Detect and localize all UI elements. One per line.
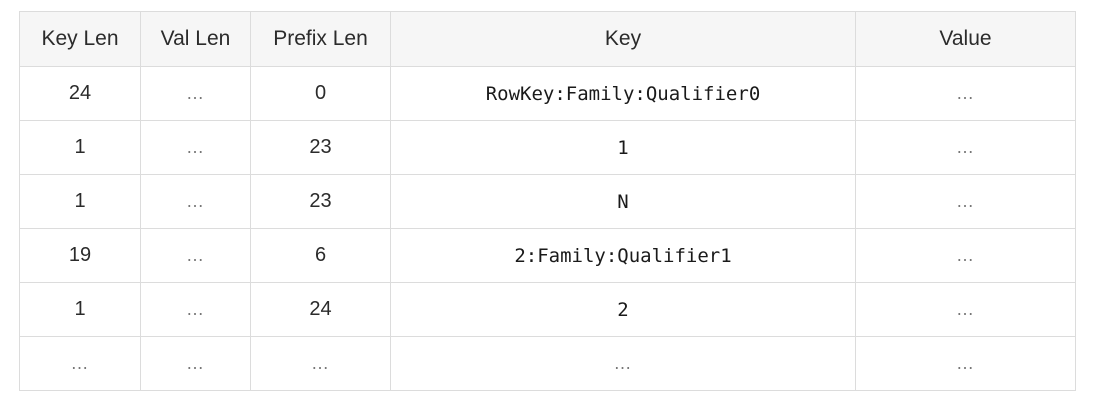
cell-value: … — [855, 228, 1076, 283]
key-value-table: Key Len Val Len Prefix Len Key Value 24 … — [19, 11, 1076, 391]
cell-val-len: … — [140, 174, 251, 229]
header-key-len: Key Len — [19, 11, 141, 67]
cell-val-len: … — [140, 66, 251, 121]
cell-value: … — [855, 336, 1076, 391]
cell-value: … — [855, 174, 1076, 229]
cell-key: 2:Family:Qualifier1 — [390, 228, 856, 283]
cell-prefix-len: 24 — [250, 282, 391, 337]
cell-prefix-len: 0 — [250, 66, 391, 121]
header-prefix-len: Prefix Len — [250, 11, 391, 67]
cell-key: … — [390, 336, 856, 391]
cell-key-len: 1 — [19, 282, 141, 337]
cell-val-len: … — [140, 282, 251, 337]
cell-key-len: 24 — [19, 66, 141, 121]
cell-prefix-len: 6 — [250, 228, 391, 283]
table-row: 19 … 6 2:Family:Qualifier1 … — [19, 228, 1076, 283]
table-header: Key Len Val Len Prefix Len Key Value — [19, 11, 1076, 67]
cell-prefix-len: 23 — [250, 120, 391, 175]
table-row: 1 … 23 1 … — [19, 120, 1076, 175]
table-row: 1 … 23 N … — [19, 174, 1076, 229]
cell-key-len: 1 — [19, 174, 141, 229]
table-row: 24 … 0 RowKey:Family:Qualifier0 … — [19, 66, 1076, 121]
table-row: 1 … 24 2 … — [19, 282, 1076, 337]
header-val-len: Val Len — [140, 11, 251, 67]
cell-val-len: … — [140, 336, 251, 391]
cell-key: RowKey:Family:Qualifier0 — [390, 66, 856, 121]
cell-prefix-len: … — [250, 336, 391, 391]
header-row: Key Len Val Len Prefix Len Key Value — [19, 11, 1076, 67]
cell-prefix-len: 23 — [250, 174, 391, 229]
header-key: Key — [390, 11, 856, 67]
cell-key: 2 — [390, 282, 856, 337]
cell-value: … — [855, 282, 1076, 337]
table-row: … … … … … — [19, 336, 1076, 391]
cell-value: … — [855, 66, 1076, 121]
cell-key-len: 1 — [19, 120, 141, 175]
table-body: 24 … 0 RowKey:Family:Qualifier0 … 1 … 23… — [19, 66, 1076, 391]
header-value: Value — [855, 11, 1076, 67]
cell-key: N — [390, 174, 856, 229]
cell-val-len: … — [140, 228, 251, 283]
cell-key: 1 — [390, 120, 856, 175]
cell-val-len: … — [140, 120, 251, 175]
cell-value: … — [855, 120, 1076, 175]
cell-key-len: 19 — [19, 228, 141, 283]
cell-key-len: … — [19, 336, 141, 391]
